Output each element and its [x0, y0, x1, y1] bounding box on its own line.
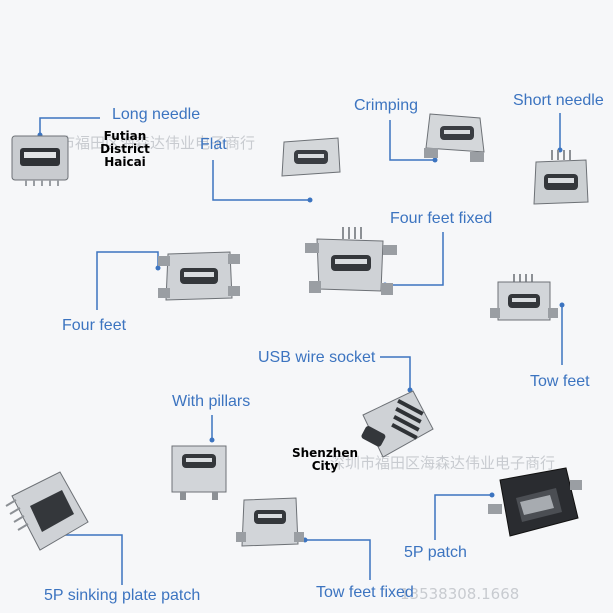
label-with-pillars: With pillars	[172, 393, 251, 410]
label-four-feet-fixed: Four feet fixed	[390, 210, 493, 227]
four-feet-fixed-connector-image	[305, 227, 397, 295]
watermark-top-left: Futian District Haicai	[100, 129, 150, 169]
crimping-connector-image	[424, 113, 485, 162]
ghost-watermark-bottom: 13538308.1668	[400, 585, 520, 603]
label-flat: Flat	[200, 136, 227, 153]
5p-sinking-plate-patch-connector-image	[5, 471, 89, 551]
ghost-watermark-middle: 深圳市福田区海森达伟业电子商行	[330, 454, 556, 472]
5p-patch-connector-image	[488, 467, 582, 537]
label-usb-wire-socket: USB wire socket	[258, 349, 376, 366]
leader-four-feet	[96, 251, 159, 310]
flat-connector-image	[281, 137, 341, 177]
label-long-needle: Long needle	[112, 106, 201, 123]
tow-feet-fixed-connector-image	[236, 497, 304, 547]
label-5p-patch: 5P patch	[404, 544, 467, 561]
label-short-needle: Short needle	[513, 92, 604, 109]
leader-four-feet-fixed	[385, 232, 444, 286]
with-pillars-connector-image	[171, 445, 227, 500]
ghost-watermark-top: 深圳市福田区海森达伟业电子商行	[30, 134, 256, 152]
usb-wire-socket-connector-image	[361, 390, 434, 458]
leader-5p-sinking	[60, 534, 123, 585]
leader-crimping	[389, 120, 435, 161]
long-needle-connector-image	[11, 135, 69, 186]
watermark-middle: Shenzhen City	[291, 446, 359, 473]
label-tow-feet-fixed: Tow feet fixed	[316, 584, 414, 601]
tow-feet-connector-image	[490, 274, 558, 321]
four-feet-connector-image	[158, 251, 240, 301]
label-four-feet: Four feet	[62, 317, 127, 334]
leader-usb-wire-socket	[380, 356, 411, 390]
leader-tow-feet-fixed	[305, 539, 371, 580]
label-tow-feet: Tow feet	[530, 373, 590, 390]
label-5p-sinking-plate-patch: 5P sinking plate patch	[44, 587, 201, 604]
leader-long-needle	[39, 117, 100, 135]
leader-5p-patch	[434, 494, 492, 540]
leader-flat	[212, 160, 310, 201]
short-needle-connector-image	[533, 150, 589, 205]
label-crimping: Crimping	[354, 97, 419, 114]
